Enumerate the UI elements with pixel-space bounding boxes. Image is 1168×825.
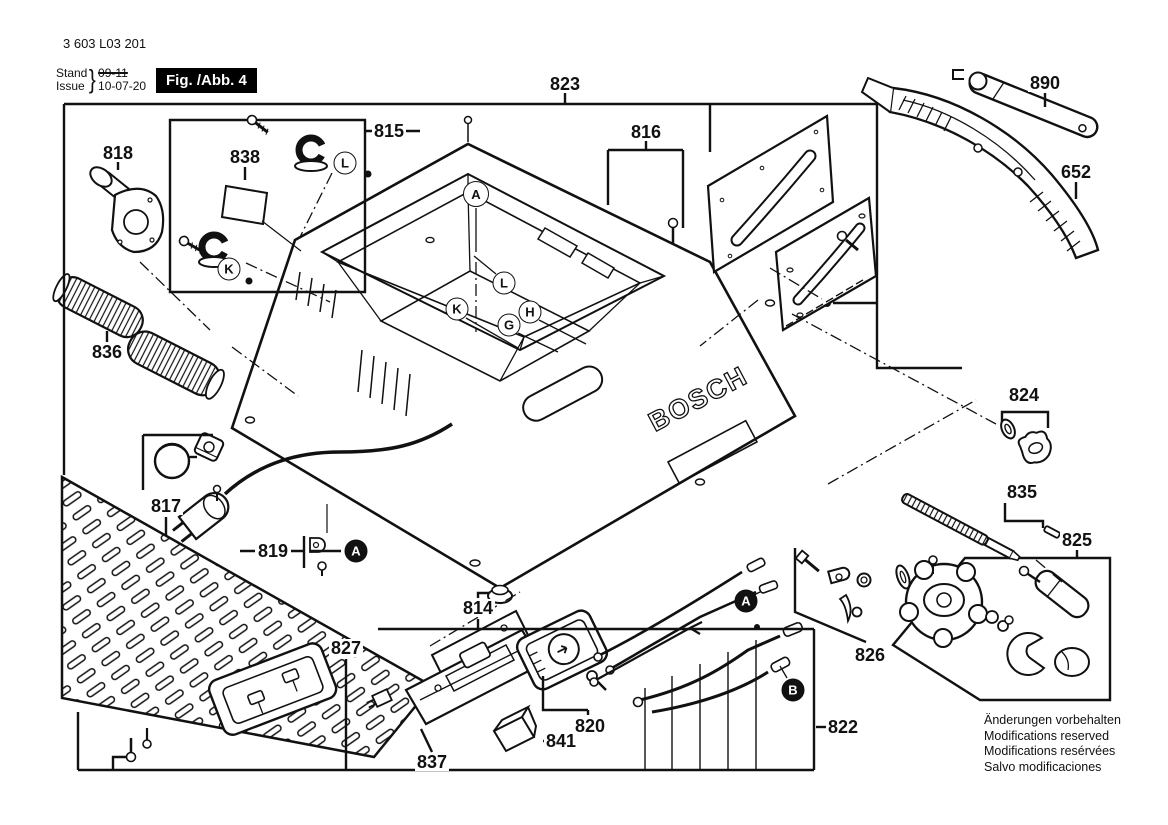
- part-label-820: 820: [572, 716, 608, 736]
- dust-flange-818-drawing: [89, 166, 165, 254]
- callout-g-housing: G: [497, 313, 521, 337]
- part-label-816: 816: [628, 122, 664, 142]
- part-label-817: 817: [148, 496, 184, 516]
- issue-date-old: 09-11: [98, 65, 128, 80]
- callout-b-wire: B: [781, 678, 805, 702]
- callout-k-housing: K: [445, 297, 469, 321]
- part-label-819: 819: [255, 541, 291, 561]
- callout-l-clamp: L: [333, 151, 357, 175]
- callout-a-cord: A: [344, 539, 368, 563]
- wiring-822-drawing: [589, 557, 804, 770]
- note-es: Salvo modificaciones: [984, 759, 1102, 774]
- document-part-number: 3 603 L03 201: [63, 36, 147, 51]
- grille-plate-drawing: [60, 474, 434, 759]
- push-handle-890-drawing: [952, 69, 1099, 139]
- part-label-652: 652: [1058, 162, 1094, 182]
- guard-arm-652-drawing: [860, 76, 1100, 260]
- base-screws-drawing: [125, 728, 152, 763]
- part-label-827: 827: [328, 638, 364, 658]
- part-label-890: 890: [1027, 73, 1063, 93]
- angle-plates-drawing: [706, 114, 878, 332]
- part-label-823: 823: [547, 74, 583, 94]
- note-de: Änderungen vorbehalten: [984, 713, 1121, 727]
- callout-k-clamp: K: [217, 257, 241, 281]
- part-label-836: 836: [89, 342, 125, 362]
- brace-glyph: }: [89, 64, 97, 94]
- hose-836-drawing: [52, 273, 225, 400]
- callout-l-housing: L: [492, 271, 516, 295]
- part-label-814: 814: [460, 598, 496, 618]
- plug-819-drawing: [172, 422, 453, 576]
- figure-label: Fig. /Abb. 4: [156, 68, 257, 93]
- part-label-826: 826: [852, 645, 888, 665]
- callout-a-wire: A: [734, 589, 758, 613]
- housing-823-drawing: [230, 115, 831, 590]
- cover-841-drawing: [492, 704, 538, 753]
- issue-date: 10-07-20: [98, 78, 147, 93]
- part-label-837: 837: [414, 752, 450, 772]
- issue-block: Stand Issue } 09-11 10-07-20: [56, 64, 146, 95]
- part-label-815: 815: [371, 121, 407, 141]
- part-label-838: 838: [227, 147, 263, 167]
- part-label-835: 835: [1004, 482, 1040, 502]
- switch-820-drawing: [515, 609, 609, 691]
- tray-827-drawing: [207, 642, 338, 736]
- rod-835-drawing: [901, 492, 1061, 562]
- part-label-841: 841: [543, 731, 579, 751]
- knob-824-drawing: [1000, 418, 1052, 464]
- callout-h-housing: H: [518, 300, 542, 324]
- stand-label: Stand: [56, 65, 88, 80]
- part-label-818: 818: [100, 143, 136, 163]
- clamp-set-826-drawing: [794, 549, 872, 625]
- knob-817-drawing: [153, 432, 225, 501]
- part-label-822: 822: [825, 717, 861, 737]
- note-en: Modifications reserved: [984, 728, 1110, 743]
- revision-notes: Änderungen vorbehalten Modifications res…: [984, 713, 1121, 775]
- note-fr: Modifications resérvées: [984, 744, 1116, 758]
- dash-dot-lines: [139, 172, 1063, 647]
- part-label-824: 824: [1006, 385, 1042, 405]
- handwheel-825-drawing: [895, 555, 1090, 677]
- issue-label: Issue: [56, 78, 85, 93]
- callout-a-housing: A: [463, 181, 489, 207]
- callout-leader-lines: [465, 208, 587, 353]
- label-plate-838-drawing: [220, 184, 302, 252]
- part-label-825: 825: [1059, 530, 1095, 550]
